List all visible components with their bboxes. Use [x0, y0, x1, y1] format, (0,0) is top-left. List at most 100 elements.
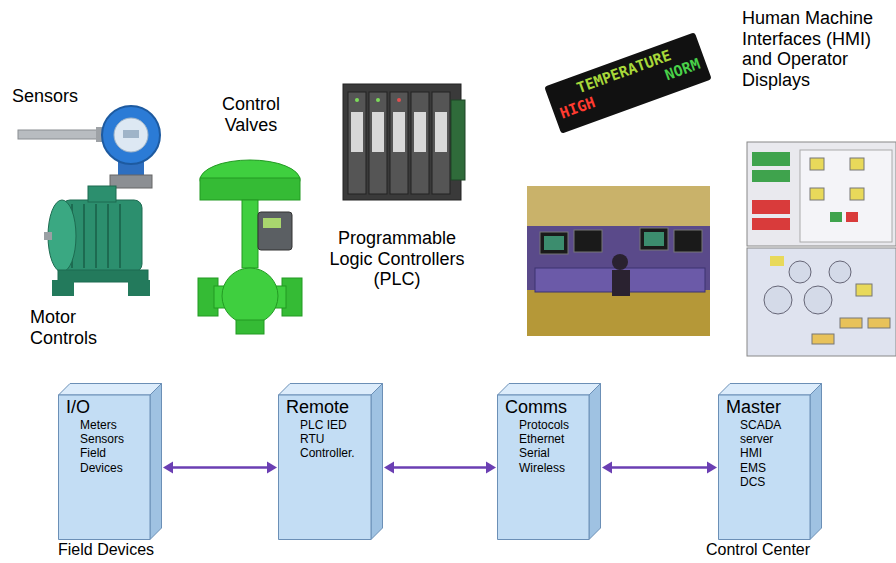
- plc-rack-picture-part: [343, 84, 461, 200]
- io-tier-box: RemotePLC IED RTU Controller.: [278, 383, 383, 540]
- hmi-screenshot: [747, 142, 896, 356]
- control-room-photo-part: [574, 230, 602, 252]
- double-arrow-line: [172, 466, 268, 469]
- hmi-screenshot-part: [789, 261, 811, 283]
- motor-picture-part: [88, 186, 116, 202]
- box-content: MasterSCADA server HMI EMS DCS: [718, 395, 787, 490]
- plc-rack-picture-part: [372, 112, 384, 152]
- control-room-photo-part: [674, 230, 702, 252]
- box-top-face: [279, 384, 383, 396]
- control-valve-picture: [198, 160, 302, 334]
- box-heading: I/O: [58, 395, 130, 418]
- arrow-head: [486, 462, 496, 474]
- box-list: PLC IED RTU Controller.: [300, 418, 361, 461]
- hmi-screenshot-part: [747, 248, 896, 356]
- control-room-photo-part: [544, 236, 564, 250]
- control-room-photo-part: [527, 186, 710, 226]
- control-room-photo-part: [612, 270, 630, 296]
- box-top-face: [719, 384, 822, 396]
- plc-rack-picture-part: [348, 92, 366, 194]
- plc-rack-picture-part: [390, 92, 408, 194]
- sensor-picture: [18, 106, 160, 188]
- picture-caption: Motor Controls: [30, 307, 115, 348]
- hmi-screenshot-part: [868, 318, 890, 328]
- sensor-picture-part: [102, 106, 160, 164]
- plc-rack-picture-part: [351, 112, 363, 152]
- hmi-screenshot-part: [752, 200, 790, 214]
- hmi-screenshot-part: [764, 286, 792, 314]
- control-valve-picture-part: [242, 200, 258, 268]
- motor-picture-part: [83, 204, 85, 268]
- picture-caption: Field Devices: [58, 541, 218, 559]
- hmi-screenshot-part: [812, 334, 834, 344]
- io-tier-box: I/OMeters Sensors Field Devices: [58, 383, 162, 540]
- hmi-screenshot-part: [846, 212, 858, 222]
- double-arrow-line: [611, 466, 708, 469]
- led-sign: TEMPERATUREHIGHNORM: [544, 32, 711, 134]
- control-valve-picture-part: [263, 218, 281, 228]
- box-front-face: [59, 395, 151, 540]
- control-valve-picture-part: [258, 212, 292, 250]
- sensor-picture-part: [18, 130, 103, 139]
- hmi-screenshot-part: [804, 286, 832, 314]
- plc-rack-picture: [343, 84, 465, 200]
- led-text: TEMPERATURE: [574, 46, 674, 97]
- hmi-screenshot-part: [856, 284, 872, 296]
- motor-picture-part: [52, 280, 74, 296]
- control-valve-picture-part: [200, 178, 300, 200]
- box-front-face: [279, 395, 372, 540]
- box-top-face: [59, 384, 162, 396]
- plc-rack-picture-part: [397, 98, 401, 102]
- box-front-face: [719, 395, 811, 540]
- motor-picture-part: [95, 204, 97, 268]
- plc-rack-picture-part: [369, 92, 387, 194]
- picture-caption: Control Center: [706, 541, 876, 559]
- hmi-screenshot-part: [829, 261, 851, 283]
- hmi-screenshot-part: [830, 212, 842, 222]
- box-content: I/OMeters Sensors Field Devices: [58, 395, 130, 475]
- box-top-face: [498, 384, 601, 396]
- motor-picture: [44, 186, 150, 296]
- control-valve-picture-part: [200, 160, 300, 200]
- box-content: RemotePLC IED RTU Controller.: [278, 395, 361, 461]
- box-list: SCADA server HMI EMS DCS: [740, 418, 787, 490]
- hmi-screenshot-part: [850, 158, 864, 170]
- hmi-screenshot-part: [800, 150, 892, 242]
- hmi-screenshot-part: [752, 152, 790, 166]
- hmi-screenshot-part: [840, 318, 862, 328]
- hmi-screenshot-part: [810, 188, 824, 200]
- arrow-head: [602, 462, 612, 474]
- arrow-head: [267, 462, 277, 474]
- box-heading: Master: [718, 395, 787, 418]
- io-tier-box: CommsProtocols Ethernet Serial Wireless: [497, 383, 601, 540]
- control-valve-picture-part: [236, 320, 264, 334]
- plc-rack-picture-part: [435, 112, 447, 152]
- hmi-screenshot-part: [810, 158, 824, 170]
- motor-picture-part: [107, 204, 109, 268]
- control-room-photo-part: [527, 290, 710, 336]
- sensor-picture-part: [114, 118, 148, 152]
- control-room-photo-part: [644, 232, 664, 246]
- control-room-photo-part: [612, 254, 628, 270]
- plc-rack-picture-part: [414, 112, 426, 152]
- box-side-face: [810, 384, 822, 540]
- box-content: CommsProtocols Ethernet Serial Wireless: [497, 395, 575, 475]
- control-room-photo-part: [527, 186, 710, 336]
- plc-rack-picture-part: [355, 98, 359, 102]
- box-heading: Comms: [497, 395, 575, 418]
- control-room-photo-part: [540, 232, 568, 254]
- box-list: Protocols Ethernet Serial Wireless: [519, 418, 575, 476]
- arrow-head: [384, 462, 394, 474]
- box-side-face: [589, 384, 601, 540]
- led-text: HIGH: [557, 93, 597, 122]
- control-room-photo: [527, 186, 710, 336]
- hmi-screenshot-part: [752, 170, 790, 182]
- picture-caption: Human Machine Interfaces (HMI) and Opera…: [742, 8, 892, 91]
- control-room-photo-part: [640, 228, 668, 250]
- picture-caption: Programmable Logic Controllers (PLC): [318, 228, 476, 290]
- motor-picture-part: [48, 200, 76, 272]
- picture-caption: Control Valves: [205, 94, 297, 135]
- plc-rack-picture-part: [376, 98, 380, 102]
- hmi-screenshot-part: [770, 256, 784, 266]
- box-side-face: [150, 384, 162, 540]
